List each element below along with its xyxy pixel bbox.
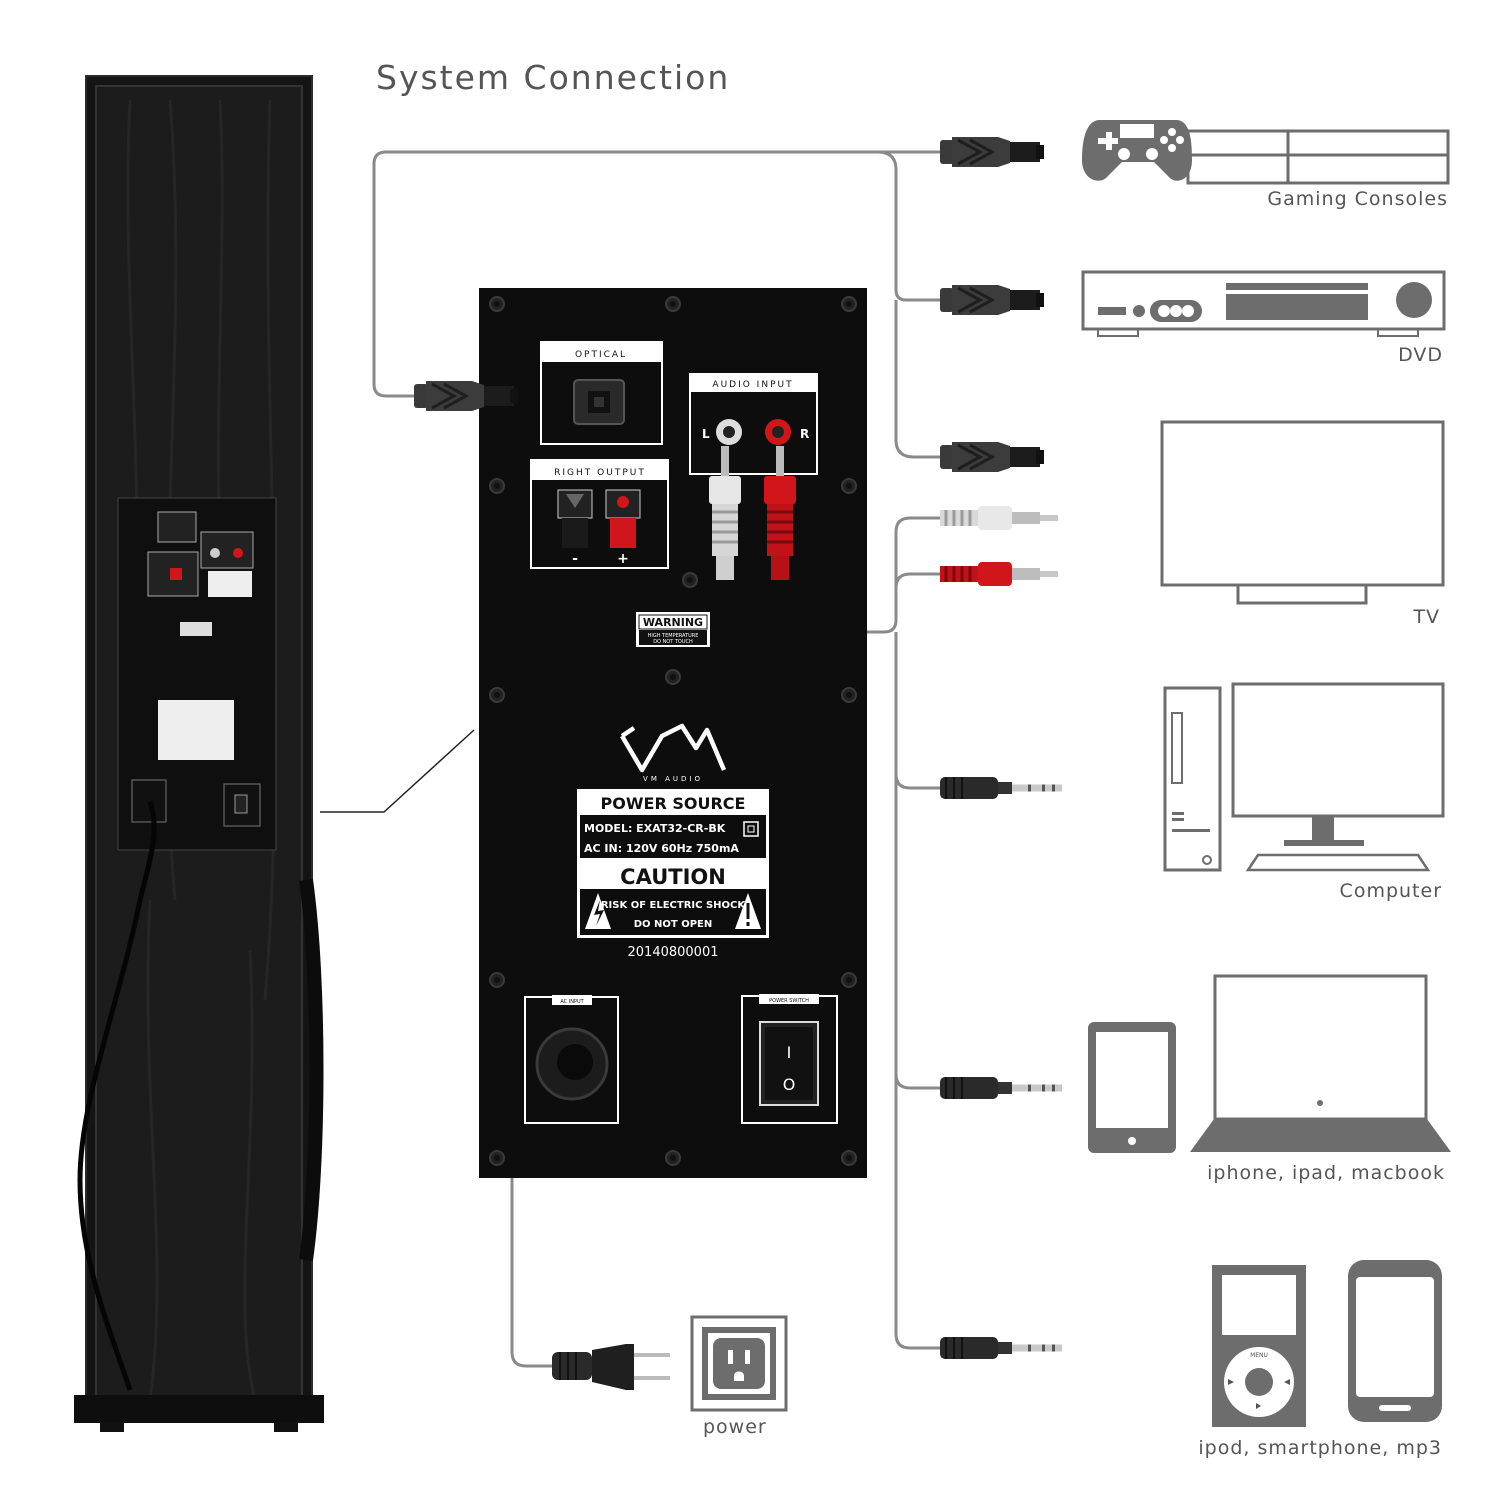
apple-devices-label: iphone, ipad, macbook <box>1207 1162 1445 1184</box>
aux-plug-portable <box>939 1336 1063 1360</box>
warning-label: WARNING HIGH TEMPERATURE DO NOT TOUCH <box>636 612 710 647</box>
power-plug <box>552 1344 670 1390</box>
tv-label: TV <box>1413 606 1440 628</box>
serial-number: 20140800001 <box>628 945 719 960</box>
dvd-player-icon <box>1081 270 1446 337</box>
warning-title: WARNING <box>643 616 703 629</box>
vm-audio-logo: VM AUDIO <box>620 723 727 783</box>
rca-plug-white <box>709 446 741 580</box>
switch-off-symbol: O <box>783 1075 796 1094</box>
aux-plug-apple <box>939 1076 1063 1100</box>
right-output-label: RIGHT OUTPUT <box>554 468 646 478</box>
audio-input-label: AUDIO INPUT <box>712 380 793 390</box>
plus-label: + <box>617 551 629 567</box>
power-label: power <box>703 1416 767 1438</box>
ipod-menu-label: MENU <box>1250 1352 1268 1359</box>
brand-label: VM AUDIO <box>643 775 703 783</box>
optical-plug-gaming <box>938 135 1046 169</box>
ac-input-section: AC INPUT <box>524 995 619 1124</box>
right-channel-label: R <box>800 427 809 441</box>
minus-label: - <box>572 551 578 567</box>
caution-label: CAUTION RISK OF ELECTRIC SHOCK DO NOT OP… <box>577 861 769 938</box>
caution-title: CAUTION <box>620 865 726 889</box>
audio-input-section: AUDIO INPUT L R <box>689 373 818 475</box>
optical-port-section: OPTICAL <box>540 341 663 445</box>
gaming-consoles-label: Gaming Consoles <box>1267 188 1448 210</box>
power-outlet-icon <box>690 1315 788 1412</box>
apple-devices-icon <box>1088 974 1451 1153</box>
warning-sub2: DO NOT TOUCH <box>653 639 693 645</box>
switch-on-symbol: I <box>787 1043 792 1062</box>
optical-plug-dvd <box>938 283 1046 317</box>
tv-icon <box>1160 420 1445 605</box>
rca-cable-white-end <box>940 506 1058 530</box>
speaker-tower <box>74 75 324 1432</box>
rca-cable-red-end <box>940 562 1058 586</box>
pointer-line <box>320 729 475 813</box>
optical-label: OPTICAL <box>575 350 627 360</box>
left-channel-label: L <box>702 427 710 441</box>
optical-plug-tv <box>938 440 1046 474</box>
warning-sub1: HIGH TEMPERATURE <box>648 633 699 639</box>
aux-plug-computer <box>939 776 1063 800</box>
ac-in-text: AC IN: 120V 60Hz 750mA <box>584 842 739 855</box>
gaming-console-icon <box>1082 120 1450 185</box>
power-source-label: POWER SOURCE MODEL: EXAT32-CR-BK AC IN: … <box>577 789 769 861</box>
page-title: System Connection <box>376 58 731 97</box>
ac-input-label: AC INPUT <box>560 999 584 1005</box>
computer-label: Computer <box>1339 880 1442 902</box>
portable-devices-icon: MENU <box>1212 1260 1442 1427</box>
computer-icon <box>1163 682 1445 872</box>
power-source-title: POWER SOURCE <box>601 794 746 813</box>
power-switch-section: POWER SWITCH I O <box>741 994 838 1124</box>
dvd-label: DVD <box>1398 344 1443 366</box>
right-output-section: RIGHT OUTPUT - + <box>530 459 669 569</box>
rca-plug-red <box>764 446 796 580</box>
model-text: MODEL: EXAT32-CR-BK <box>584 822 726 835</box>
risk-line-1: RISK OF ELECTRIC SHOCK <box>601 900 747 911</box>
portable-devices-label: ipod, smartphone, mp3 <box>1198 1437 1442 1459</box>
power-switch-label: POWER SWITCH <box>769 998 809 1004</box>
risk-line-2: DO NOT OPEN <box>634 919 713 930</box>
back-panel: OPTICAL AUDIO INPUT L R <box>479 288 867 1178</box>
